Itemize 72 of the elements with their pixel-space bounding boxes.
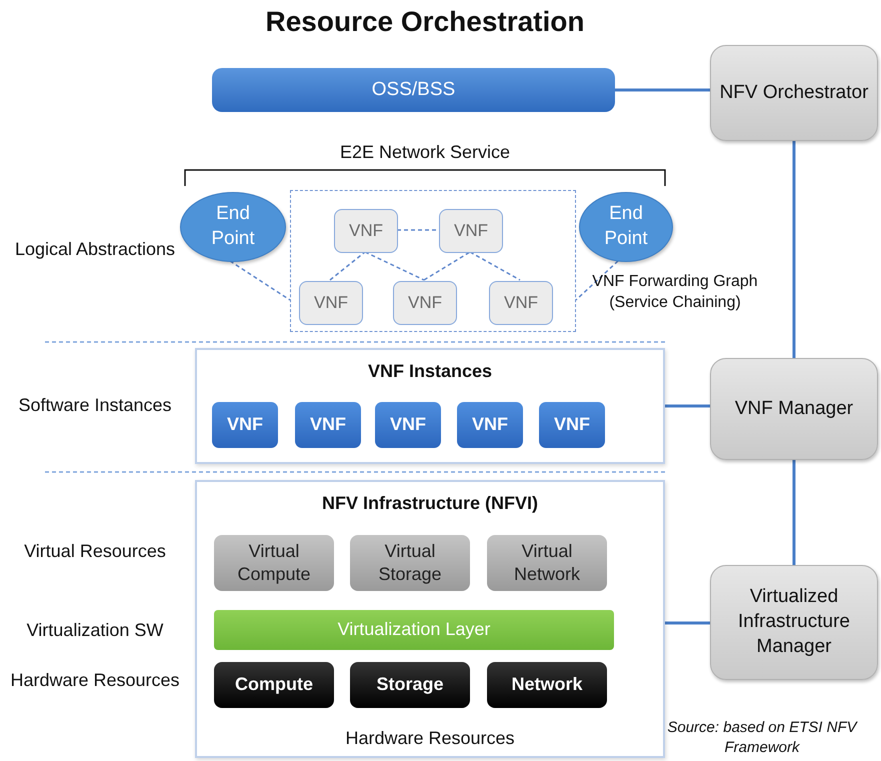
system-bar [212, 68, 615, 112]
connector-line [665, 622, 710, 624]
connector-line [615, 88, 710, 92]
node-label: VNF [310, 413, 346, 436]
row-label: Hardware Resources [10, 669, 180, 692]
node-label: Compute [235, 673, 313, 696]
node-label: Virtualization Layer [338, 618, 490, 642]
end-point-ellipse [579, 192, 673, 262]
node-label: VNF [349, 220, 383, 242]
dashed-link [424, 251, 470, 281]
dashed-frame [290, 190, 576, 332]
vnf-box [295, 402, 361, 448]
node-label: VNF [554, 413, 590, 436]
node-label: End Point [603, 202, 649, 251]
node-label: VNF [408, 292, 442, 314]
vnf-box [489, 281, 553, 325]
hardware-box [214, 662, 334, 708]
node-label: End Point [210, 202, 256, 251]
management-box [710, 358, 878, 460]
node-label: VNF Manager [734, 396, 854, 421]
node-label: VNF [227, 413, 263, 436]
panel [195, 348, 665, 464]
source-note: Source: based on ETSI NFV Framework [666, 718, 859, 757]
node-label: Virtual Storage [377, 540, 443, 586]
dashed-link [230, 260, 290, 301]
node-label: VNF [504, 292, 538, 314]
graph-caption: VNF Forwarding Graph (Service Chaining) [591, 272, 759, 313]
hardware-box [487, 662, 607, 708]
node-label: Network [511, 673, 582, 696]
node-label: Virtual Compute [236, 540, 312, 586]
connector-line [792, 141, 796, 358]
dashed-link [364, 251, 424, 281]
node-label: OSS/BSS [372, 78, 456, 102]
dashed-link [397, 229, 438, 231]
node-label: Storage [376, 673, 444, 696]
virtual-resource-box [214, 535, 334, 591]
node-label: Virtual Network [512, 540, 581, 586]
dashed-link [575, 260, 619, 301]
panel [195, 480, 665, 758]
hardware-box [350, 662, 470, 708]
panel-title: VNF Instances [368, 360, 492, 383]
vnf-box [334, 209, 398, 253]
node-label: VNF [390, 413, 426, 436]
section-heading: E2E Network Service [338, 141, 512, 164]
vnf-box [375, 402, 441, 448]
row-label: Virtualization SW [26, 619, 164, 642]
management-box [710, 45, 878, 141]
vnf-box [439, 209, 503, 253]
connector-line [792, 460, 796, 565]
vnf-box [393, 281, 457, 325]
node-label: VNF [472, 413, 508, 436]
panel-title: NFV Infrastructure (NFVI) [322, 492, 538, 515]
dashed-link [330, 251, 366, 281]
row-label: Logical Abstractions [14, 238, 176, 261]
vnf-box [539, 402, 605, 448]
row-label: Software Instances [17, 394, 173, 417]
row-label: Virtual Resources [23, 540, 167, 563]
vnf-box [457, 402, 523, 448]
node-label: VNF [454, 220, 488, 242]
virtual-resource-box [487, 535, 607, 591]
node-label: VNF [314, 292, 348, 314]
layer-bar [214, 610, 614, 650]
connector-line [665, 404, 710, 408]
management-box [710, 565, 878, 680]
vnf-box [212, 402, 278, 448]
vnf-box [299, 281, 363, 325]
node-label: Virtualized Infrastructure Manager [737, 585, 851, 659]
panel-footer: Hardware Resources [345, 726, 515, 750]
diagram-title: Resource Orchestration [264, 5, 586, 39]
node-label: NFV Orchestrator [720, 80, 868, 105]
virtual-resource-box [350, 535, 470, 591]
dashed-link [470, 251, 520, 281]
